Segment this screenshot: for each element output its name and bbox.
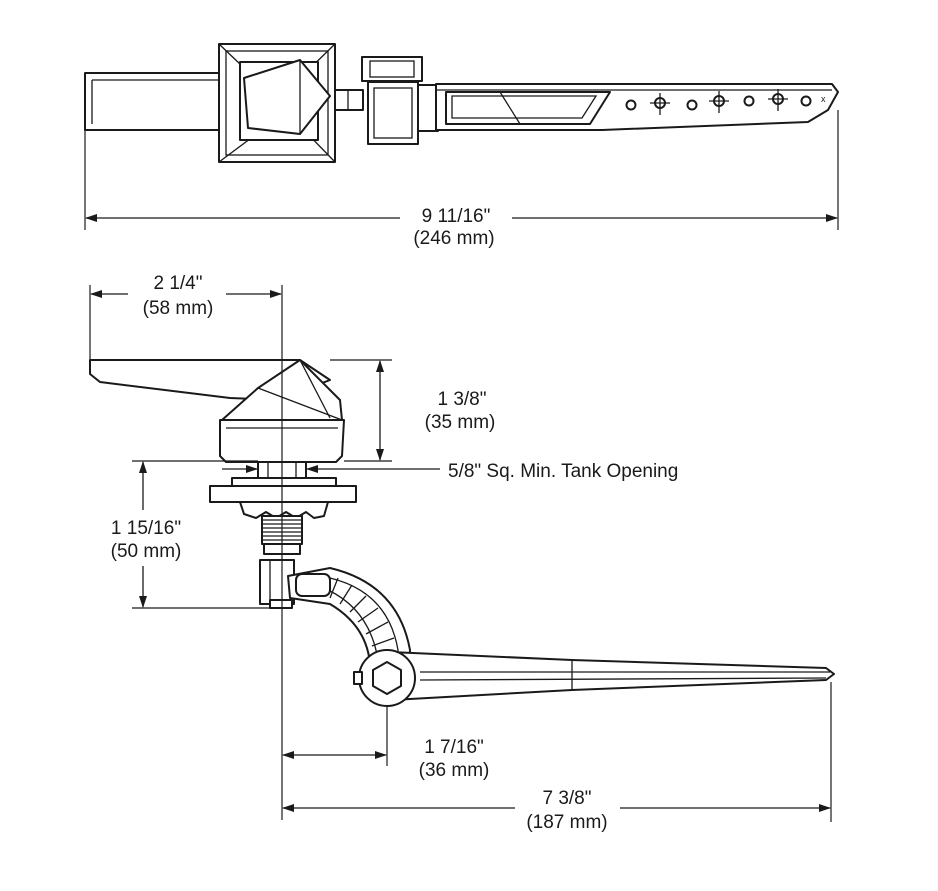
overall-length-imperial: 9 11/16" bbox=[422, 206, 491, 227]
arm-length-metric: (187 mm) bbox=[526, 812, 607, 833]
arm-offset-dimension: 1 7/16" (36 mm) bbox=[281, 620, 490, 820]
top-view: x bbox=[84, 43, 839, 163]
side-handle bbox=[89, 359, 343, 421]
arm-length-imperial: 7 3/8" bbox=[542, 788, 591, 809]
handle-height-imperial: 1 3/8" bbox=[437, 389, 486, 410]
key-slot bbox=[650, 93, 670, 115]
shank-length-imperial: 1 15/16" bbox=[111, 518, 181, 539]
arm-offset-imperial: 1 7/16" bbox=[424, 737, 484, 758]
top-nut bbox=[361, 56, 439, 145]
top-arm-holes: x bbox=[625, 89, 826, 115]
hole bbox=[800, 95, 812, 107]
top-spindle bbox=[334, 89, 364, 111]
handle-offset-metric: (58 mm) bbox=[143, 298, 214, 319]
key-slot bbox=[709, 91, 729, 113]
handle-offset-dimension: 2 1/4" (58 mm) bbox=[89, 273, 283, 620]
x-mark: x bbox=[821, 94, 826, 104]
handle-height-dimension: 1 3/8" (35 mm) bbox=[330, 359, 496, 462]
tank-opening-dimension: 5/8" Sq. Min. Tank Opening bbox=[222, 461, 678, 482]
arm-length-dimension: 7 3/8" (187 mm) bbox=[282, 682, 832, 833]
hex-hub bbox=[353, 649, 416, 707]
shank-length-metric: (50 mm) bbox=[111, 541, 182, 562]
hole bbox=[625, 99, 637, 111]
handle-offset-imperial: 2 1/4" bbox=[153, 273, 202, 294]
overall-length-dimension: 9 11/16" (246 mm) bbox=[84, 110, 839, 249]
hole bbox=[686, 99, 698, 111]
key-slot bbox=[768, 89, 788, 111]
top-lift-arm bbox=[435, 83, 839, 131]
top-escutcheon bbox=[218, 43, 336, 163]
arm-offset-metric: (36 mm) bbox=[419, 760, 490, 781]
side-view bbox=[89, 359, 835, 707]
hole bbox=[743, 95, 755, 107]
overall-length-metric: (246 mm) bbox=[413, 228, 494, 249]
shank-length-dimension: 1 15/16" (50 mm) bbox=[111, 460, 270, 609]
tank-opening-label: 5/8" Sq. Min. Tank Opening bbox=[448, 461, 678, 482]
side-lift-arm bbox=[287, 567, 835, 707]
handle-height-metric: (35 mm) bbox=[425, 412, 496, 433]
side-flange bbox=[209, 477, 357, 503]
